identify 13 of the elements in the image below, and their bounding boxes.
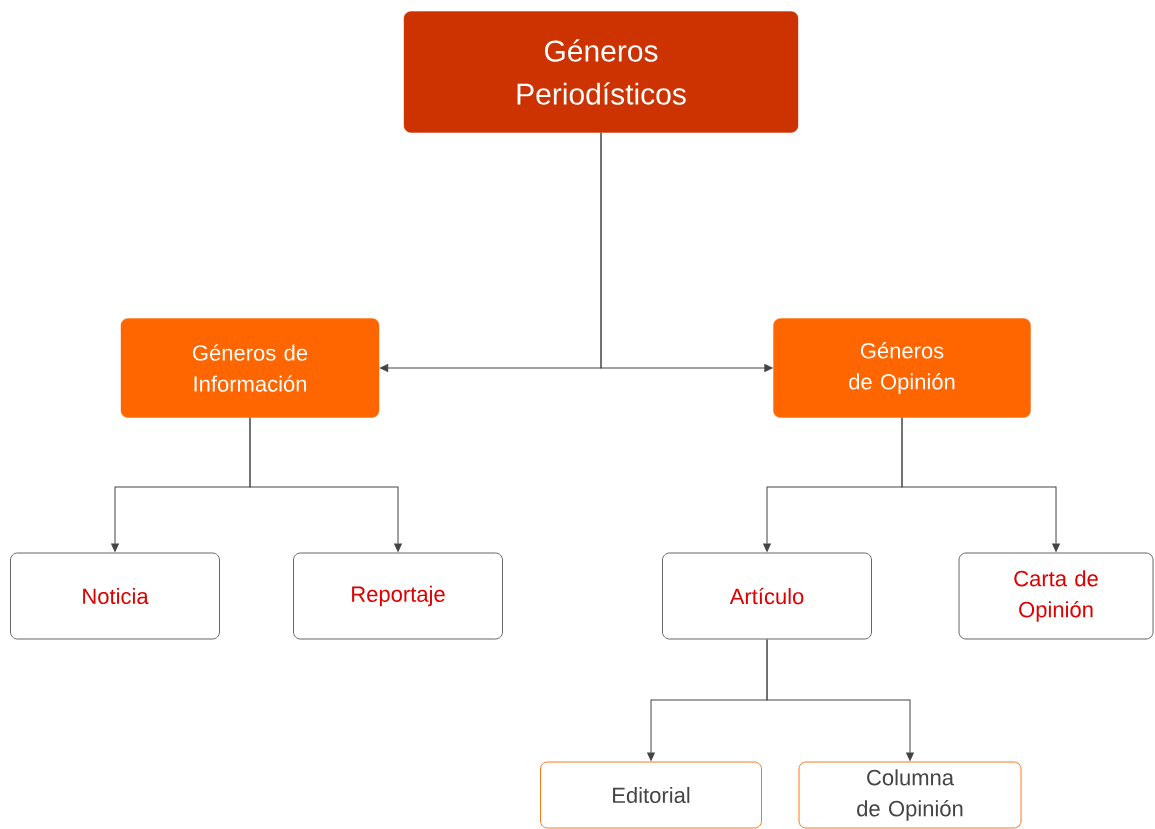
arrow: [901, 417, 1060, 552]
subgenre-box: Editorial: [540, 761, 762, 829]
genre-box: Noticia: [10, 552, 220, 640]
genre-box: Carta de Opinión: [958, 552, 1154, 640]
arrow: [766, 638, 914, 761]
title-box: Géneros Periodísticos: [403, 11, 799, 133]
genre-box: Reportaje: [293, 552, 503, 640]
subgenre-box: Columna de Opinión: [798, 761, 1022, 829]
arrow: [600, 132, 773, 372]
genre-box: Artículo: [662, 552, 872, 640]
category-box: Géneros de Información: [120, 318, 380, 418]
arrow: [249, 417, 402, 552]
category-box: Géneros de Opinión: [773, 318, 1031, 418]
